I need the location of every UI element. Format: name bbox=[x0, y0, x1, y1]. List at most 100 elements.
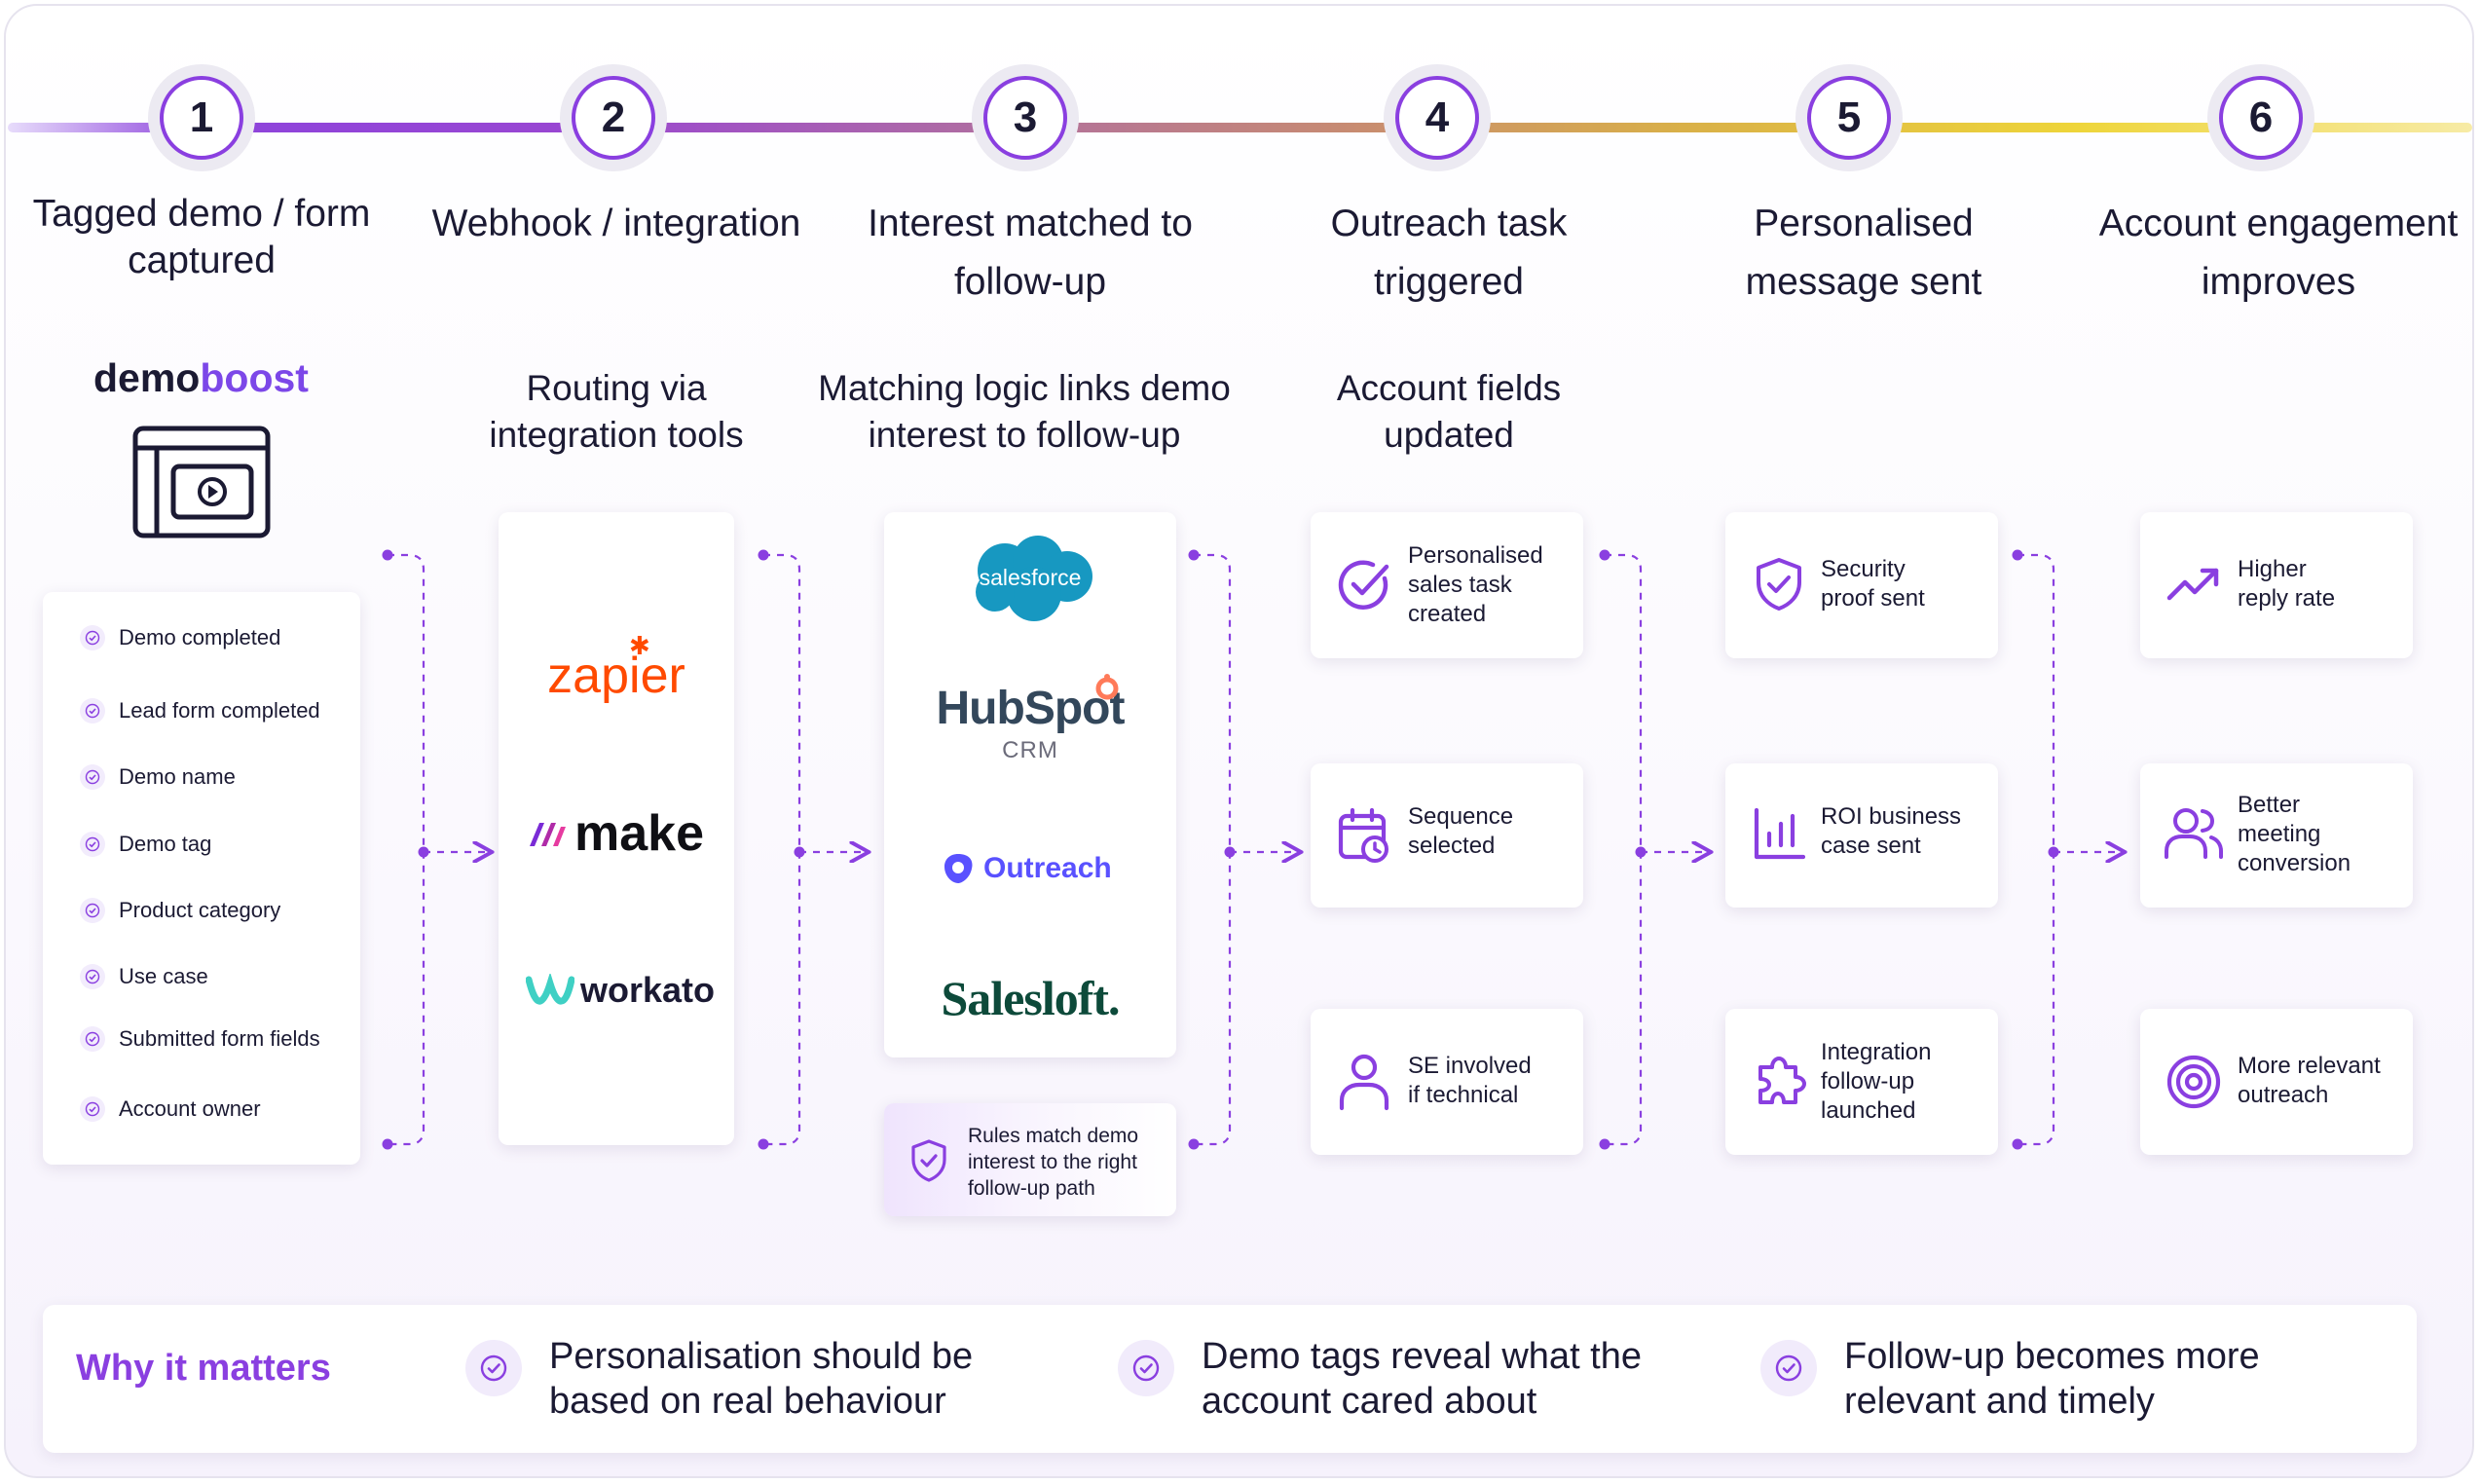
calendar-icon bbox=[1338, 807, 1388, 863]
user-icon bbox=[1339, 1054, 1389, 1111]
meeting-conversion-box: Better meeting conversion bbox=[2140, 763, 2413, 908]
connector-bracket-4 bbox=[1605, 553, 1643, 1146]
why-item-line1: Demo tags reveal what the bbox=[1202, 1336, 1643, 1377]
puzzle-icon bbox=[1758, 1057, 1806, 1104]
zapier-logo-text: zapier bbox=[547, 648, 685, 704]
list-item: Use case bbox=[80, 964, 208, 989]
task-created-line3: created bbox=[1408, 601, 1487, 627]
step-number-3: 3 bbox=[983, 76, 1067, 160]
users-icon bbox=[2165, 808, 2223, 859]
why-item-line1: Personalisation should be bbox=[549, 1336, 974, 1377]
step-number-2: 2 bbox=[572, 76, 655, 160]
rules-match-card: Rules match demo interest to the right f… bbox=[884, 1103, 1176, 1216]
roi-case-line2: case sent bbox=[1821, 833, 1921, 859]
demoboost-logo: demoboost bbox=[93, 355, 309, 401]
roi-case-label: ROI business case sent bbox=[1821, 802, 1961, 861]
demoboost-logo-part2: boost bbox=[200, 355, 309, 400]
relevant-outreach-box: More relevant outreach bbox=[2140, 1009, 2413, 1155]
reply-rate-label: Higher reply rate bbox=[2238, 555, 2335, 613]
step-title-6: Account engagement improves bbox=[2084, 195, 2473, 312]
list-item: Demo tag bbox=[80, 832, 211, 857]
meeting-conversion-line3: conversion bbox=[2238, 850, 2351, 876]
list-item: Submitted form fields bbox=[80, 1026, 320, 1052]
matching-heading-line2: interest to follow-up bbox=[868, 415, 1181, 455]
step-title-4: Outreach task triggered bbox=[1254, 195, 1644, 312]
list-item: Product category bbox=[80, 898, 280, 923]
reply-rate-line2: reply rate bbox=[2238, 585, 2336, 612]
step-title-2: Webhook / integration bbox=[422, 195, 811, 253]
security-proof-label: Security proof sent bbox=[1821, 555, 1925, 613]
connector-dot bbox=[1599, 1138, 1610, 1150]
step-title-5-line2: message sent bbox=[1745, 261, 1982, 303]
check-circle-icon bbox=[1338, 560, 1389, 610]
demoboost-logo-part1: demo bbox=[93, 355, 201, 400]
integration-tools-card: zapier ✱ make workato bbox=[499, 512, 734, 1145]
outreach-logo: Outreach bbox=[941, 851, 1112, 886]
why-item: Demo tags reveal what the account cared … bbox=[1118, 1334, 1708, 1424]
task-created-box: Personalised sales task created bbox=[1311, 512, 1583, 658]
roi-case-line1: ROI business bbox=[1821, 803, 1962, 830]
sequence-selected-box: Sequence selected bbox=[1311, 763, 1583, 908]
security-proof-line2: proof sent bbox=[1821, 585, 1925, 612]
reply-rate-line1: Higher bbox=[2238, 556, 2307, 582]
list-item-label: Use case bbox=[119, 964, 208, 988]
integration-followup-line2: follow-up bbox=[1821, 1068, 1915, 1094]
why-item-text: Demo tags reveal what the account cared … bbox=[1202, 1334, 1708, 1424]
check-icon bbox=[80, 964, 105, 989]
hubspot-logo-text: HubSpot bbox=[936, 683, 1126, 734]
rules-match-line2: interest to the right bbox=[968, 1151, 1137, 1173]
step-number-6: 6 bbox=[2219, 76, 2303, 160]
step-title-3-line1: Interest matched to bbox=[868, 203, 1193, 244]
account-fields-heading-line2: updated bbox=[1384, 415, 1514, 455]
step-circle-2: 2 bbox=[560, 64, 667, 171]
connector-bracket-1 bbox=[388, 553, 426, 1146]
list-item-label: Account owner bbox=[119, 1096, 261, 1121]
rules-match-line1: Rules match demo bbox=[968, 1125, 1139, 1147]
salesforce-logo-text: salesforce bbox=[979, 565, 1082, 590]
why-item: Personalisation should be based on real … bbox=[465, 1334, 1055, 1424]
task-created-line2: sales task bbox=[1408, 572, 1512, 598]
step-title-1: Tagged demo / form captured bbox=[7, 191, 396, 284]
list-item-label: Product category bbox=[119, 898, 281, 922]
check-circle-icon bbox=[1118, 1340, 1174, 1396]
why-item-line2: based on real behaviour bbox=[549, 1381, 946, 1422]
zapier-asterisk-icon: ✱ bbox=[629, 631, 650, 660]
salesforce-cloud-icon bbox=[976, 536, 1092, 621]
step-title-3: Interest matched to follow-up bbox=[835, 195, 1225, 312]
connector-dot bbox=[382, 549, 393, 561]
connector-dot bbox=[2012, 1138, 2023, 1150]
why-item-line1: Follow-up becomes more bbox=[1844, 1336, 2260, 1377]
timeline-bar bbox=[8, 123, 2472, 132]
crm-tools-card: salesforce HubSpot CRM Outreach Saleslof… bbox=[884, 512, 1176, 1057]
trend-up-icon bbox=[2166, 568, 2219, 601]
step-title-3-line2: follow-up bbox=[953, 261, 1107, 303]
browser-video-icon bbox=[132, 426, 271, 538]
why-it-matters-title: Why it matters bbox=[76, 1348, 331, 1389]
roi-case-box: ROI business case sent bbox=[1725, 763, 1998, 908]
connector-dot bbox=[758, 549, 769, 561]
se-involved-line2: if technical bbox=[1408, 1082, 1519, 1108]
connector-dot bbox=[2012, 549, 2023, 561]
workato-logo-text: workato bbox=[580, 970, 716, 1010]
shield-check-icon bbox=[911, 1139, 946, 1182]
sequence-selected-label: Sequence selected bbox=[1408, 802, 1513, 861]
step-circle-3: 3 bbox=[972, 64, 1079, 171]
integration-followup-line3: launched bbox=[1821, 1097, 1916, 1124]
connector-dot bbox=[758, 1138, 769, 1150]
step-number-1: 1 bbox=[160, 76, 243, 160]
step-title-5: Personalised message sent bbox=[1669, 195, 2058, 312]
relevant-outreach-line1: More relevant bbox=[2238, 1053, 2381, 1079]
sequence-selected-line1: Sequence bbox=[1408, 803, 1514, 830]
se-involved-box: SE involved if technical bbox=[1311, 1009, 1583, 1155]
rules-match-line3: follow-up path bbox=[968, 1177, 1095, 1200]
connector-dot bbox=[418, 846, 429, 858]
workato-mark-icon bbox=[526, 974, 574, 1005]
routing-heading-line2: integration tools bbox=[489, 415, 744, 455]
diagram-frame bbox=[4, 4, 2474, 1478]
matching-heading: Matching logic links demo interest to fo… bbox=[800, 365, 1248, 459]
reply-rate-box: Higher reply rate bbox=[2140, 512, 2413, 658]
step-title-6-line1: Account engagement bbox=[2098, 203, 2459, 244]
check-icon bbox=[80, 698, 105, 723]
connector-dot bbox=[2048, 846, 2059, 858]
